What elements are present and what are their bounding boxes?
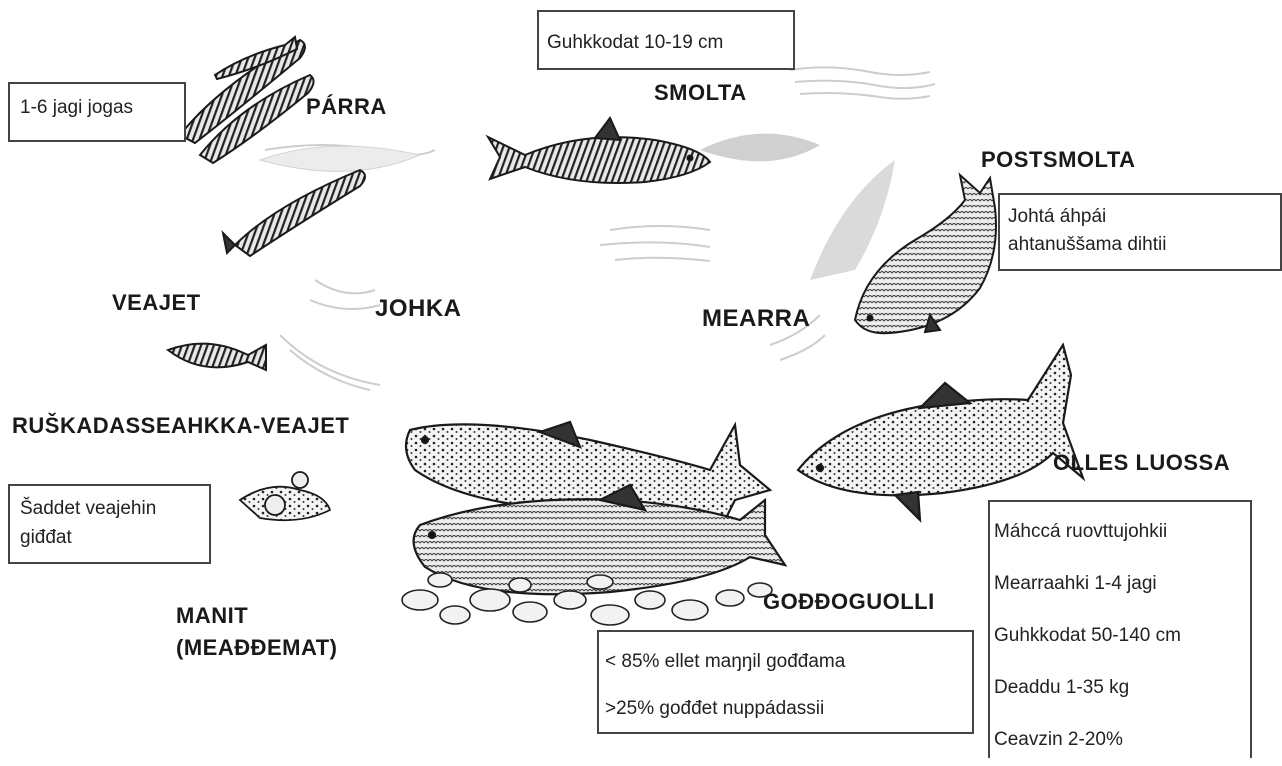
parr-years-text: 1-6 jagi jogas	[20, 97, 184, 119]
hatching-note: Šaddet veajehin giđđat	[8, 484, 211, 564]
parr-years-note: 1-6 jagi jogas	[8, 82, 186, 142]
adult-fact-survival: Ceavzin 2-20%	[994, 714, 1250, 766]
stage-label-fry: VEAJET	[112, 290, 201, 316]
spawning-note-line2: >25% gođđet nuppádassii	[605, 685, 972, 732]
stage-label-eggs-sub: (MEAĐĐEMAT)	[176, 635, 338, 661]
postsmolt-migration-note: Johtá áhpái ahtanuššama dihtii	[998, 193, 1282, 271]
stage-label-smolt: SMOLTA	[654, 80, 747, 106]
hatching-note-line2: giđđat	[20, 523, 209, 552]
fry-fish	[168, 344, 266, 370]
stage-label-river: JOHKA	[375, 296, 462, 322]
stage-label-yolk-fry: RUŠKADASSEAHKKA-VEAJET	[12, 413, 349, 439]
postsmolt-note-line2: ahtanuššama dihtii	[1008, 231, 1280, 259]
spawning-survival-note: < 85% ellet maŋŋil gođđama >25% gođđet n…	[597, 630, 974, 734]
postsmolt-note-line1: Johtá áhpái	[1008, 203, 1280, 231]
stage-label-postsmolt: POSTSMOLTA	[981, 147, 1136, 173]
smolt-length-note: Guhkkodat 10-19 cm	[537, 10, 795, 70]
smolt-fish	[488, 118, 710, 183]
adult-fact-length: Guhkkodat 50-140 cm	[994, 610, 1250, 662]
smolt-length-text: Guhkkodat 10-19 cm	[547, 32, 793, 54]
adult-fact-return: Máhccá ruovttujohkii	[994, 506, 1250, 558]
stage-label-adult: OLLES LUOSSA	[1053, 450, 1230, 476]
spawning-salmon-pair	[406, 422, 785, 594]
stage-label-parr: PÁRRA	[306, 94, 387, 120]
adult-fact-sea-years: Mearraahki 1-4 jagi	[994, 558, 1250, 610]
alevin-fish	[240, 472, 330, 520]
adult-salmon-fish	[798, 345, 1083, 520]
stage-label-sea: MEARRA	[702, 306, 810, 332]
adult-facts-note: Máhccá ruovttujohkii Mearraahki 1-4 jagi…	[988, 500, 1252, 758]
stage-label-spawning: GOĐĐOGUOLLI	[763, 589, 935, 615]
stage-label-eggs: MANIT	[176, 603, 248, 629]
spawning-note-line1: < 85% ellet maŋŋil gođđama	[605, 638, 972, 685]
hatching-note-line1: Šaddet veajehin	[20, 494, 209, 523]
adult-fact-weight: Deaddu 1-35 kg	[994, 662, 1250, 714]
